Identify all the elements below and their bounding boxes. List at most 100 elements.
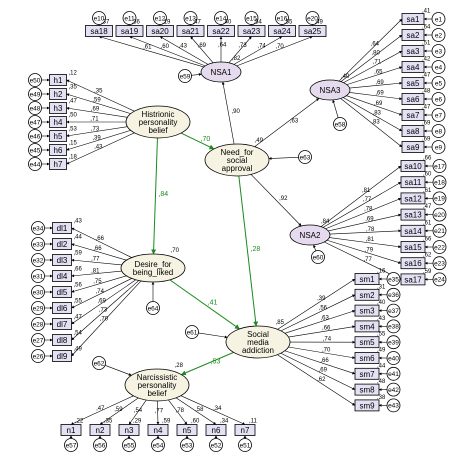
indicator-sa25 [298,25,327,37]
indicator-n5 [176,424,198,436]
loading-coef-dl6: ,74 [96,289,105,295]
error-label-e12: e12 [155,15,166,22]
indicator-label-sa10: sa10 [404,162,422,171]
latent-label-nfsa: social [227,156,248,165]
indicator-sa13 [400,208,426,221]
loading-edge-sa7 [346,95,403,116]
loading-coef-h7: ,43 [94,144,103,150]
error-term-e49 [28,87,42,101]
indicator-label-dl8: dl8 [57,336,68,345]
indicator-label-n4: n4 [154,426,163,435]
indicator-label-n5: n5 [183,426,192,435]
r-squared-sa4: ,42 [422,57,431,63]
indicator-label-n1: n1 [67,426,76,435]
r-squared-npb: ,28 [175,363,184,369]
loading-coef-sm2: ,56 [319,306,328,312]
loading-edge-dl4 [71,270,122,278]
indicator-label-dl7: dl7 [57,320,68,329]
error-term-e50 [28,73,42,87]
loading-edge-sa15 [329,237,402,249]
error-term-e38 [386,319,401,334]
loading-coef-sa12: ,78 [364,207,373,213]
indicator-label-sa23: sa23 [243,27,261,36]
error-label-e21: e21 [434,228,445,235]
indicator-h3 [49,102,67,114]
loading-edge-sa18 [98,35,204,68]
error-label-e5: e5 [435,80,443,87]
error-label-e36: e36 [388,292,399,299]
indicator-sa6 [401,93,425,105]
indicator-label-dl6: dl6 [57,304,68,313]
error-label-e43: e43 [388,403,399,410]
error-label-e30: e30 [33,289,44,296]
r-squared-sa21: ,47 [193,20,202,26]
error-term-e51 [238,438,252,452]
loading-coef-sa13: ,69 [365,216,374,222]
loading-edge-h7 [66,132,135,165]
error-term-e60 [311,250,325,264]
error-term-e27 [31,333,45,347]
error-term-e20 [305,11,320,25]
latent-nsa1 [200,61,242,83]
loading-coef-sa10: ,81 [362,188,371,194]
loading-edge-h5 [66,126,128,138]
error-label-e8: e8 [435,128,443,135]
r-squared-nsa3: ,40 [341,74,350,80]
loading-edge-dl7 [71,279,136,325]
error-label-e11: e11 [124,15,135,22]
error-label-e46: e46 [30,133,41,140]
indicator-label-sa2: sa2 [407,31,420,40]
loading-edge-n4 [156,400,160,425]
loading-coef-sm6: ,70 [322,348,331,354]
indicator-n2 [89,424,111,436]
indicator-dl4 [52,270,72,282]
error-term-e2 [431,28,446,42]
loading-edge-n5 [168,399,188,425]
r-squared-h6: ,15 [69,141,78,147]
path-coef-hpb-dfbl: ,84 [158,191,168,198]
path-nfsa-nsa2 [250,174,302,227]
error-term-e62 [92,356,106,370]
indicator-sa4 [401,61,425,73]
indicator-label-sa14: sa14 [404,227,422,236]
indicator-label-n3: n3 [125,426,134,435]
indicator-label-dl1: dl1 [57,224,68,233]
error-label-e48: e48 [30,105,41,112]
indicator-label-sa9: sa9 [407,143,420,152]
error-term-e29 [31,301,45,315]
error-label-e16: e16 [277,15,288,22]
error-label-e1: e1 [435,16,443,23]
indicator-label-sm8: sm8 [359,386,375,395]
loading-coef-n2: ,59 [114,407,123,413]
indicator-label-sa21: sa21 [182,27,200,36]
loading-coef-sa18: ,61 [143,45,152,51]
latent-nsa3 [309,79,351,101]
loading-edge-dl5 [71,275,127,293]
error-term-e16 [275,11,289,25]
error-label-e57: e57 [66,442,77,449]
error-label-e28: e28 [33,321,44,328]
loading-coef-sm5: ,74 [323,337,332,343]
latent-label-sma: Social [247,330,269,339]
loading-coef-sa17: ,77 [363,257,372,263]
indicator-sm7 [354,367,380,380]
indicator-sa21 [176,25,205,37]
latent-npb [124,368,190,402]
error-term-e11 [122,11,137,25]
indicator-label-sm4: sm4 [359,322,375,331]
path-nfsa-sma [238,175,259,327]
error-label-e2: e2 [435,32,443,39]
indicator-label-sa8: sa8 [407,127,420,136]
indicator-label-sm6: sm6 [359,354,375,363]
disturbance-edge-e62 [104,365,132,376]
error-label-e45: e45 [30,147,41,154]
r-squared-n1: ,22 [75,419,84,425]
r-squared-sm5: ,55 [377,332,386,338]
error-label-e3: e3 [435,48,443,55]
error-label-e44: e44 [30,161,41,168]
loading-edge-sa16 [326,239,402,264]
indicator-n4 [147,424,169,436]
error-label-e58: e58 [335,121,346,128]
indicator-label-dl2: dl2 [57,240,68,249]
r-squared-sa5: ,47 [422,73,431,79]
